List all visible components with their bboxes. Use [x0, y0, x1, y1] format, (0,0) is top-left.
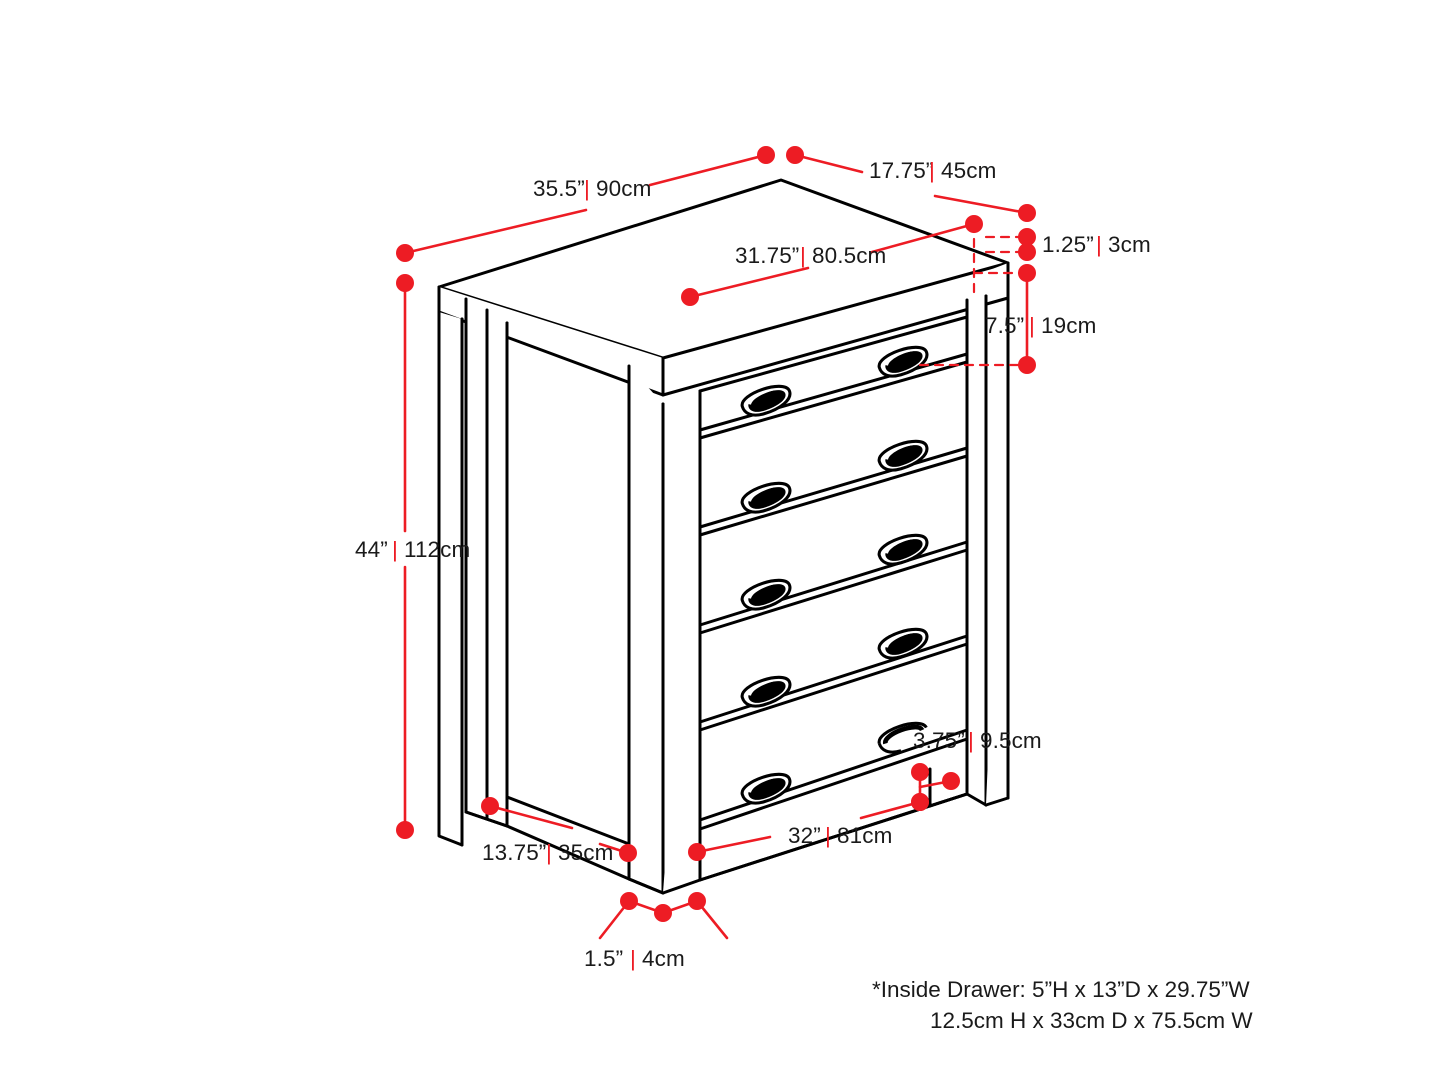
- label-overall-width-metric: 90cm: [596, 176, 651, 201]
- drawer-stack: [698, 315, 969, 882]
- label-overall-width-separator: |: [584, 176, 590, 201]
- label-top-thickness-separator: |: [1096, 232, 1102, 257]
- label-top-panel-width-separator: |: [800, 243, 806, 268]
- label-top-thickness-imperial: 1.25”: [1042, 232, 1094, 257]
- dim-overall-depth-leader: [786, 146, 1036, 222]
- dim-top-thickness: [1018, 228, 1036, 261]
- footnote-line-1: *Inside Drawer: 5”H x 13”D x 29.75”W: [872, 977, 1250, 1002]
- label-leg-span-depth: 13.75” | 35cm: [482, 840, 613, 865]
- label-overall-height-separator: |: [392, 537, 398, 562]
- drawer-divider-3: [698, 540, 969, 627]
- label-overall-depth-metric: 45cm: [941, 158, 996, 183]
- drawer-divider-1: [698, 352, 969, 432]
- dim-drawer-height: [1018, 264, 1036, 374]
- dim-leg-span-width: [688, 793, 929, 861]
- label-leg-span-width: 32” | 81cm: [788, 823, 892, 848]
- front-left-leg: [627, 364, 702, 895]
- label-overall-depth: 17.75” | 45cm: [869, 158, 996, 183]
- dim-overall-width-leader: [396, 146, 775, 262]
- label-leg-thickness: 1.5” | 4cm: [584, 946, 685, 971]
- top-panel: [437, 178, 1010, 397]
- label-leg-span-depth-separator: |: [546, 840, 552, 865]
- label-overall-height-imperial: 44”: [355, 537, 388, 562]
- label-leg-thickness-imperial: 1.5”: [584, 946, 623, 971]
- drawer-divider-4: [698, 634, 969, 724]
- label-leg-span-depth-imperial: 13.75”: [482, 840, 546, 865]
- label-overall-depth-imperial: 17.75”: [869, 158, 933, 183]
- handle-drawer-5-right: [877, 721, 928, 754]
- drawer-divider-2: [698, 446, 969, 529]
- label-leg-span-width-metric: 81cm: [837, 823, 892, 848]
- label-top-thickness: 1.25” | 3cm: [1042, 232, 1151, 257]
- left-apron-top: [505, 795, 631, 846]
- label-overall-width: 35.5” | 90cm: [533, 176, 651, 201]
- label-base-rail-height-imperial: 3.75”: [913, 728, 965, 753]
- dimension-annotations: [396, 146, 1036, 940]
- label-top-panel-width-metric: 80.5cm: [812, 243, 886, 268]
- dim-top-width-leader: [681, 215, 983, 306]
- label-overall-height-metric: 112cm: [404, 537, 470, 562]
- drawer-divider-1b: [698, 360, 969, 440]
- label-base-rail-height-metric: 9.5cm: [980, 728, 1042, 753]
- left-rear-leg: [437, 310, 464, 847]
- drawer-divider-3b: [698, 548, 969, 635]
- label-drawer-face-height: 7.5” | 19cm: [985, 313, 1096, 338]
- label-base-rail-height-separator: |: [968, 728, 974, 753]
- label-drawer-face-height-imperial: 7.5”: [985, 313, 1024, 338]
- dimension-labels: 35.5” | 90cm 17.75” | 45cm 31.75” | 80.5…: [355, 158, 1253, 1033]
- dim-leg-span-depth: [481, 797, 637, 862]
- label-top-panel-width-imperial: 31.75”: [735, 243, 799, 268]
- label-top-panel-width: 31.75” | 80.5cm: [735, 243, 886, 268]
- label-leg-span-depth-metric: 35cm: [558, 840, 613, 865]
- left-apron: [505, 824, 631, 881]
- label-top-thickness-metric: 3cm: [1108, 232, 1151, 257]
- label-drawer-face-height-metric: 19cm: [1041, 313, 1096, 338]
- dim-leg-thickness: [598, 892, 729, 940]
- label-overall-width-imperial: 35.5”: [533, 176, 585, 201]
- inside-drawer-footnote: *Inside Drawer: 5”H x 13”D x 29.75”W 12.…: [872, 977, 1253, 1033]
- drawer-divider-4b: [698, 642, 969, 732]
- drawer-divider-2b: [698, 454, 969, 537]
- label-leg-span-width-separator: |: [825, 823, 831, 848]
- label-leg-span-width-imperial: 32”: [788, 823, 821, 848]
- footnote-line-2: 12.5cm H x 33cm D x 75.5cm W: [930, 1008, 1253, 1033]
- label-drawer-face-height-separator: |: [1029, 313, 1035, 338]
- label-leg-thickness-separator: |: [630, 946, 636, 971]
- dim-overall-height: [396, 274, 414, 839]
- label-base-rail-height: 3.75” | 9.5cm: [913, 728, 1042, 753]
- base-rail-right-notch-b: [928, 792, 969, 808]
- base-rail-top: [698, 728, 969, 822]
- drawer-handles: [737, 341, 933, 809]
- label-overall-depth-separator: |: [929, 158, 935, 183]
- label-overall-height: 44” | 112cm: [355, 537, 470, 562]
- base-rail-top-b: [698, 737, 969, 831]
- label-leg-thickness-metric: 4cm: [642, 946, 685, 971]
